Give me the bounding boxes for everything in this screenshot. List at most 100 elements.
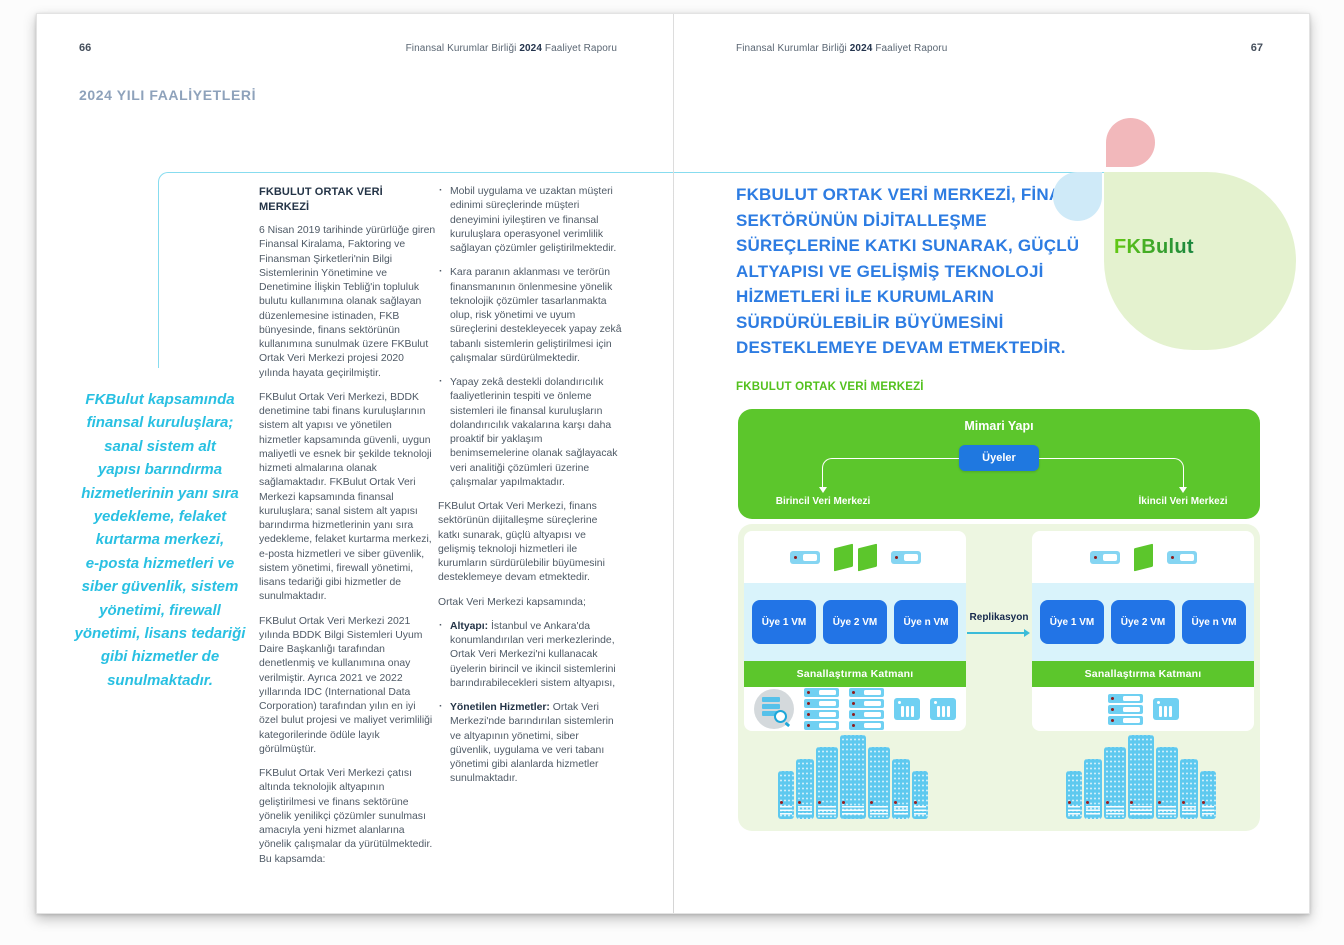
primary-dc-label: Birincil Veri Merkezi [775,496,871,507]
diagram-title: FKBULUT ORTAK VERİ MERKEZİ [736,381,924,393]
server-rack-icon [868,747,890,819]
page-gutter [673,14,674,913]
bullet-item-lead: Yönetilen Hizmetler: Ortak Veri Merkezi'… [438,700,622,787]
storage-stack-icon [1107,693,1143,725]
compute-card-icon [1133,543,1153,571]
running-header-text2: Faaliyet Raporu [544,43,617,54]
running-header-right: Finansal Kurumlar Birliği 2024 Faaliyet … [736,43,947,54]
column2-paragraphs: FKBulut Ortak Veri Merkezi, finans sektö… [438,500,622,610]
bullet-item: Yapay zekâ destekli dolandırıcılık faali… [438,375,622,490]
replication-arrow-icon [967,629,1030,636]
server-rack-icon [912,771,928,819]
vm-node: Üye n VM [894,600,958,644]
storage-magnifier-icon [754,689,794,729]
running-header-text: Finansal Kurumlar Birliği [405,43,517,54]
body-column-2: Mobil uygulama ve uzaktan müşteri edinim… [438,184,622,797]
bullet-lead: Altyapı: [450,620,491,632]
column2-detail-bullets: Altyapı: İstanbul ve Ankara'da konumland… [438,619,622,787]
storage-icon-row [1032,687,1254,731]
page-number-left: 66 [79,42,92,54]
architecture-box: Mimari Yapı Üyeler Birincil Veri Merkezi… [738,409,1260,519]
server-rack-cluster [778,735,928,819]
body-paragraph: FKBulut Ortak Veri Merkezi, BDDK denetim… [259,391,432,603]
storage-stack-icon [804,688,839,730]
body-paragraph: FKBulut Ortak Veri Merkezi 2021 yılında … [259,615,433,755]
logo-pink-petal-icon [1106,118,1155,167]
arrow-down-icon [819,487,827,493]
body-paragraph: 6 Nisan 2019 tarihinde yürürlüğe giren F… [259,225,436,379]
network-switch-icon [890,550,921,564]
bullet-text: İstanbul ve Ankara'da konumlandırılan ve… [450,620,616,689]
server-rack-icon [1156,747,1178,819]
bullet-item: Kara paranın aklanması ve terörün finans… [438,265,622,366]
network-switch-icon [789,550,820,564]
body-column-1: FKBULUT ORTAK VERİ MERKEZİ 6 Nisan 2019 … [259,185,436,877]
server-rack-icon [1128,735,1154,819]
compute-card-icon [833,543,853,571]
logo-blue-petal-icon [1053,172,1102,221]
compute-card-icon [857,543,877,571]
server-rack-icon [892,759,910,819]
server-rack-icon [1200,771,1216,819]
members-node: Üyeler [959,445,1039,471]
body-paragraph: Ortak Veri Merkezi kapsamında; [438,596,586,608]
running-header-text2: Faaliyet Raporu [875,43,948,54]
body-paragraph: FKBulut Ortak Veri Merkezi çatısı altınd… [259,768,433,865]
server-rack-icon [1084,759,1102,819]
disk-shelf-icon [894,698,920,720]
connector-left [822,458,960,488]
pull-quote: FKBulut kapsamında finansal kuruluşlara;… [74,391,246,689]
server-rack-icon [1104,747,1126,819]
page-headline: FKBULUT ORTAK VERİ MERKEZİ, FİNANS SEKTÖ… [736,185,1085,357]
storage-icon-row [744,687,966,731]
report-spread: 66 Finansal Kurumlar Birliği 2024 Faaliy… [36,13,1310,914]
architecture-label: Mimari Yapı [964,419,1034,433]
network-switch-icon [1166,550,1197,564]
network-switch-icon [1089,550,1120,564]
section-rule-line [158,172,1105,368]
column1-heading: FKBULUT ORTAK VERİ MERKEZİ [259,186,383,214]
vm-node: Üye n VM [1182,600,1246,644]
fkbulut-logo: FKBulut [1104,172,1296,350]
vm-node: Üye 2 VM [823,600,887,644]
vm-node: Üye 2 VM [1111,600,1175,644]
bullet-item-lead: Altyapı: İstanbul ve Ankara'da konumland… [438,619,622,691]
section-title: 2024 YILI FAALİYETLERİ [79,87,257,103]
body-paragraph: FKBulut Ortak Veri Merkezi, finans sektö… [438,501,605,584]
bullet-item: Mobil uygulama ve uzaktan müşteri edinim… [438,184,622,256]
page-number-right: 67 [1250,42,1263,54]
server-rack-icon [1180,759,1198,819]
running-header-year: 2024 [849,43,873,54]
arrow-down-icon [1179,487,1187,493]
storage-stack-icon [849,688,884,730]
column1-paragraphs: 6 Nisan 2019 tarihinde yürürlüğe giren F… [259,224,436,867]
running-header-text: Finansal Kurumlar Birliği [736,43,847,54]
disk-shelf-icon [930,698,956,720]
server-rack-icon [840,735,866,819]
connector-right [1039,458,1184,488]
server-rack-icon [778,771,794,819]
network-icon-row [744,531,966,583]
network-icon-row [1032,531,1254,583]
bullet-lead: Yönetilen Hizmetler: [450,702,553,713]
virtualization-layer: Sanallaştırma Katmanı [1032,661,1254,687]
server-rack-icon [1066,771,1082,819]
vm-node: Üye 1 VM [752,600,816,644]
secondary-dc-label: İkincil Veri Merkezi [1138,496,1228,507]
server-rack-icon [796,759,814,819]
replication-label: Replikasyon [969,612,1029,623]
disk-shelf-icon [1152,698,1179,720]
running-header-left: Finansal Kurumlar Birliği 2024 Faaliyet … [37,43,617,54]
bullet-text: Ortak Veri Merkezi'nde barındırılan sist… [450,702,614,785]
server-rack-icon [816,747,838,819]
column2-bullets: Mobil uygulama ve uzaktan müşteri edinim… [438,184,622,490]
virtualization-layer: Sanallaştırma Katmanı [744,661,966,687]
vm-node: Üye 1 VM [1040,600,1104,644]
server-rack-cluster [1066,735,1216,819]
running-header-year: 2024 [519,43,543,54]
compute-cards [833,543,877,571]
